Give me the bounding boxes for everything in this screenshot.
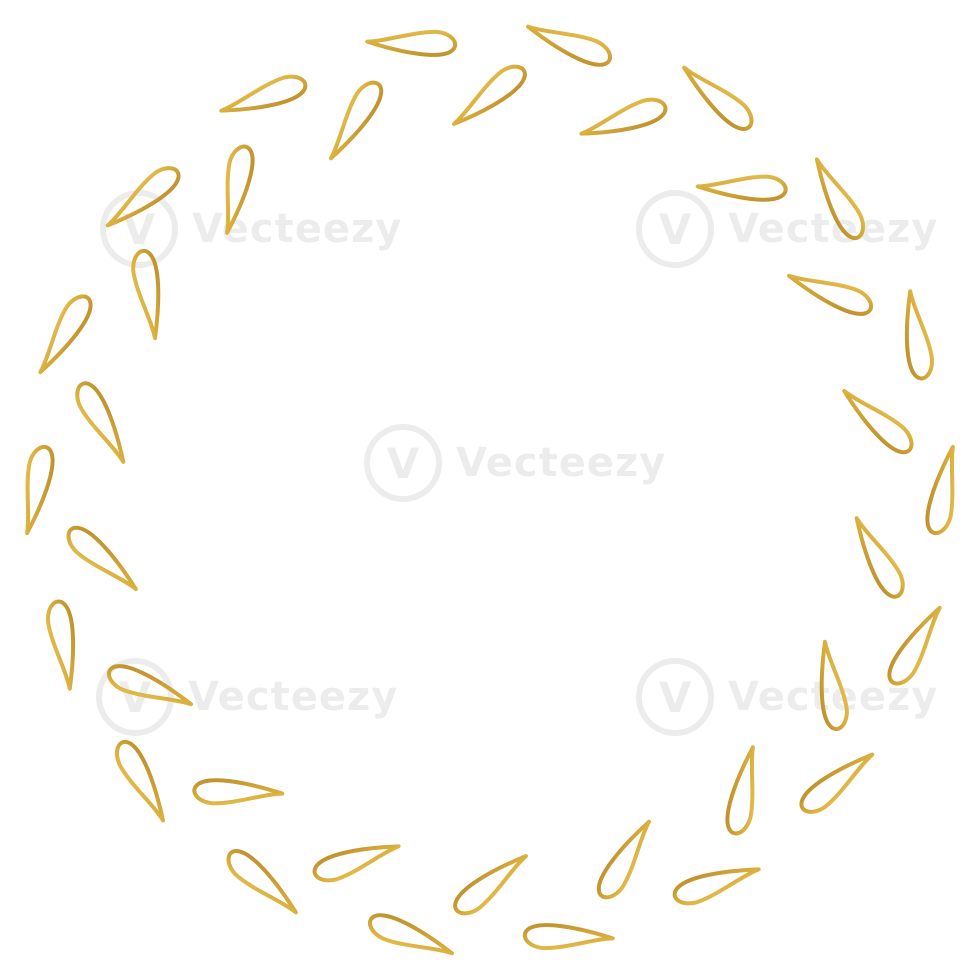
leaf-icon [453,854,529,916]
leaf-icon [192,778,285,806]
leaf-icon [365,29,458,57]
leaf-icon [367,913,454,956]
leaf-icon [904,289,934,381]
leaf-icon [799,752,875,814]
leaf-icon [114,739,166,823]
leaf-icon [819,639,849,732]
leaf-icon [682,65,754,131]
leaf-icon [75,381,126,464]
leaf-icon [38,294,93,375]
leaf-icon [854,516,905,599]
leaf-icon [579,97,668,136]
leaf-icon [131,248,161,341]
leaf-icon [225,144,255,235]
leaf-icon [887,605,942,686]
leaf-icon [596,819,652,900]
leaf-icon [105,166,181,228]
leaf-icon [672,867,761,906]
leaf-icon [925,444,955,536]
leaf-icon [46,599,76,691]
leaf-icon [787,273,874,316]
leaf-icon [522,923,615,951]
leaf-icon [25,444,55,536]
leaf-icon [526,24,613,67]
leaf-icon [219,74,308,113]
leaf-icon [328,80,384,161]
leaf-icon [226,849,298,915]
leaf-icon [814,157,866,241]
leaf-icon [842,388,914,455]
leaf-icon [451,64,527,126]
leaf-icon [725,745,755,836]
leaf-icon [695,174,788,202]
leaf-icon [106,664,193,707]
leaf-icon [312,844,401,883]
leaf-icon [66,525,138,592]
